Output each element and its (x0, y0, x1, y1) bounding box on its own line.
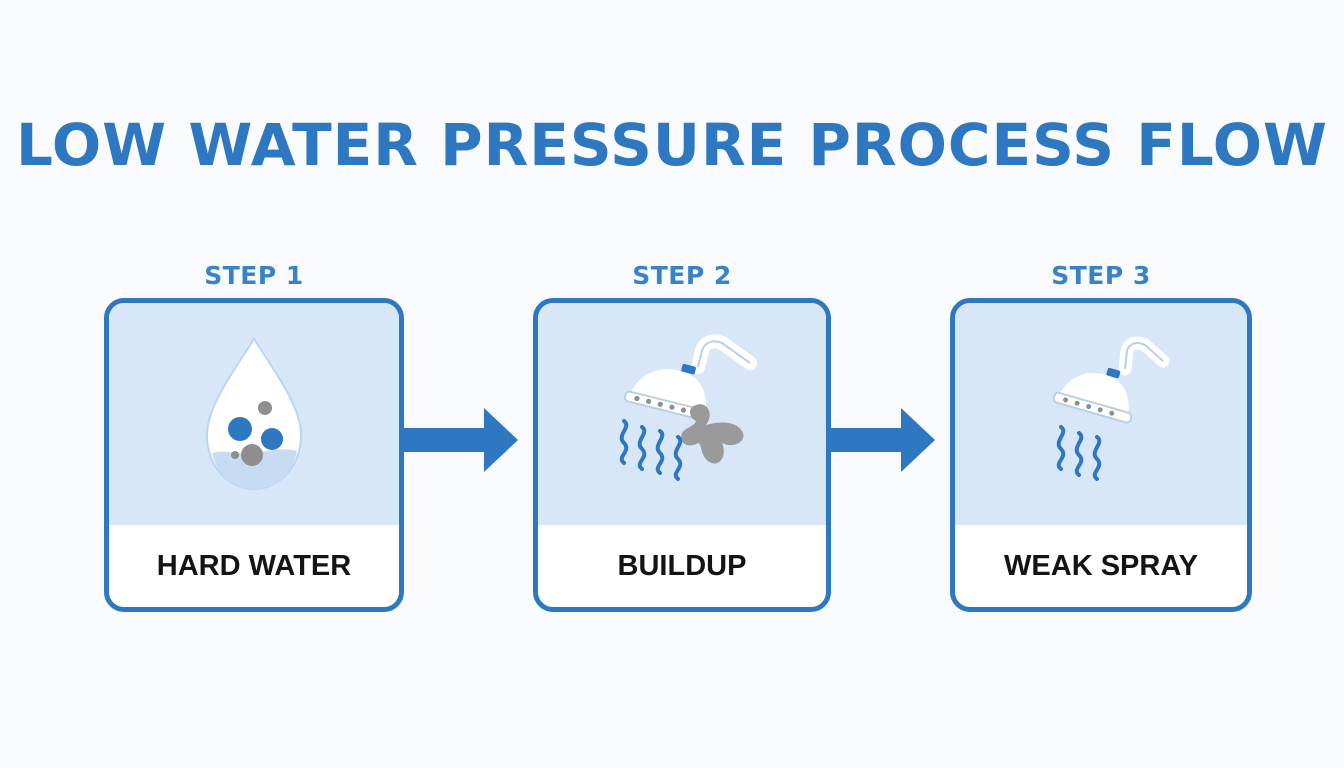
clogged-shower-head-icon (619, 334, 757, 481)
step-1-label: STEP 1 (204, 261, 304, 290)
arrow-right-icon (402, 408, 518, 472)
step-1-illustration (109, 303, 399, 525)
step-1-card: HARD WATER (104, 298, 404, 612)
step-2-label: STEP 2 (632, 261, 732, 290)
step-2-illustration (538, 303, 826, 525)
step-3-illustration (955, 303, 1247, 525)
step-3-label: STEP 3 (1051, 261, 1151, 290)
hard-water-drop-icon (205, 337, 303, 491)
arrow-right-icon (829, 408, 935, 472)
step-2-name: BUILDUP (617, 549, 747, 582)
weak-spray-shower-head-icon (1052, 336, 1170, 481)
step-1-name: HARD WATER (156, 549, 352, 582)
page-title: LOW WATER PRESSURE PROCESS FLOW (15, 111, 1329, 179)
step-2-card: BUILDUP (533, 298, 831, 612)
step-3-name: WEAK SPRAY (1004, 549, 1198, 582)
step-3-card: WEAK SPRAY (950, 298, 1252, 612)
